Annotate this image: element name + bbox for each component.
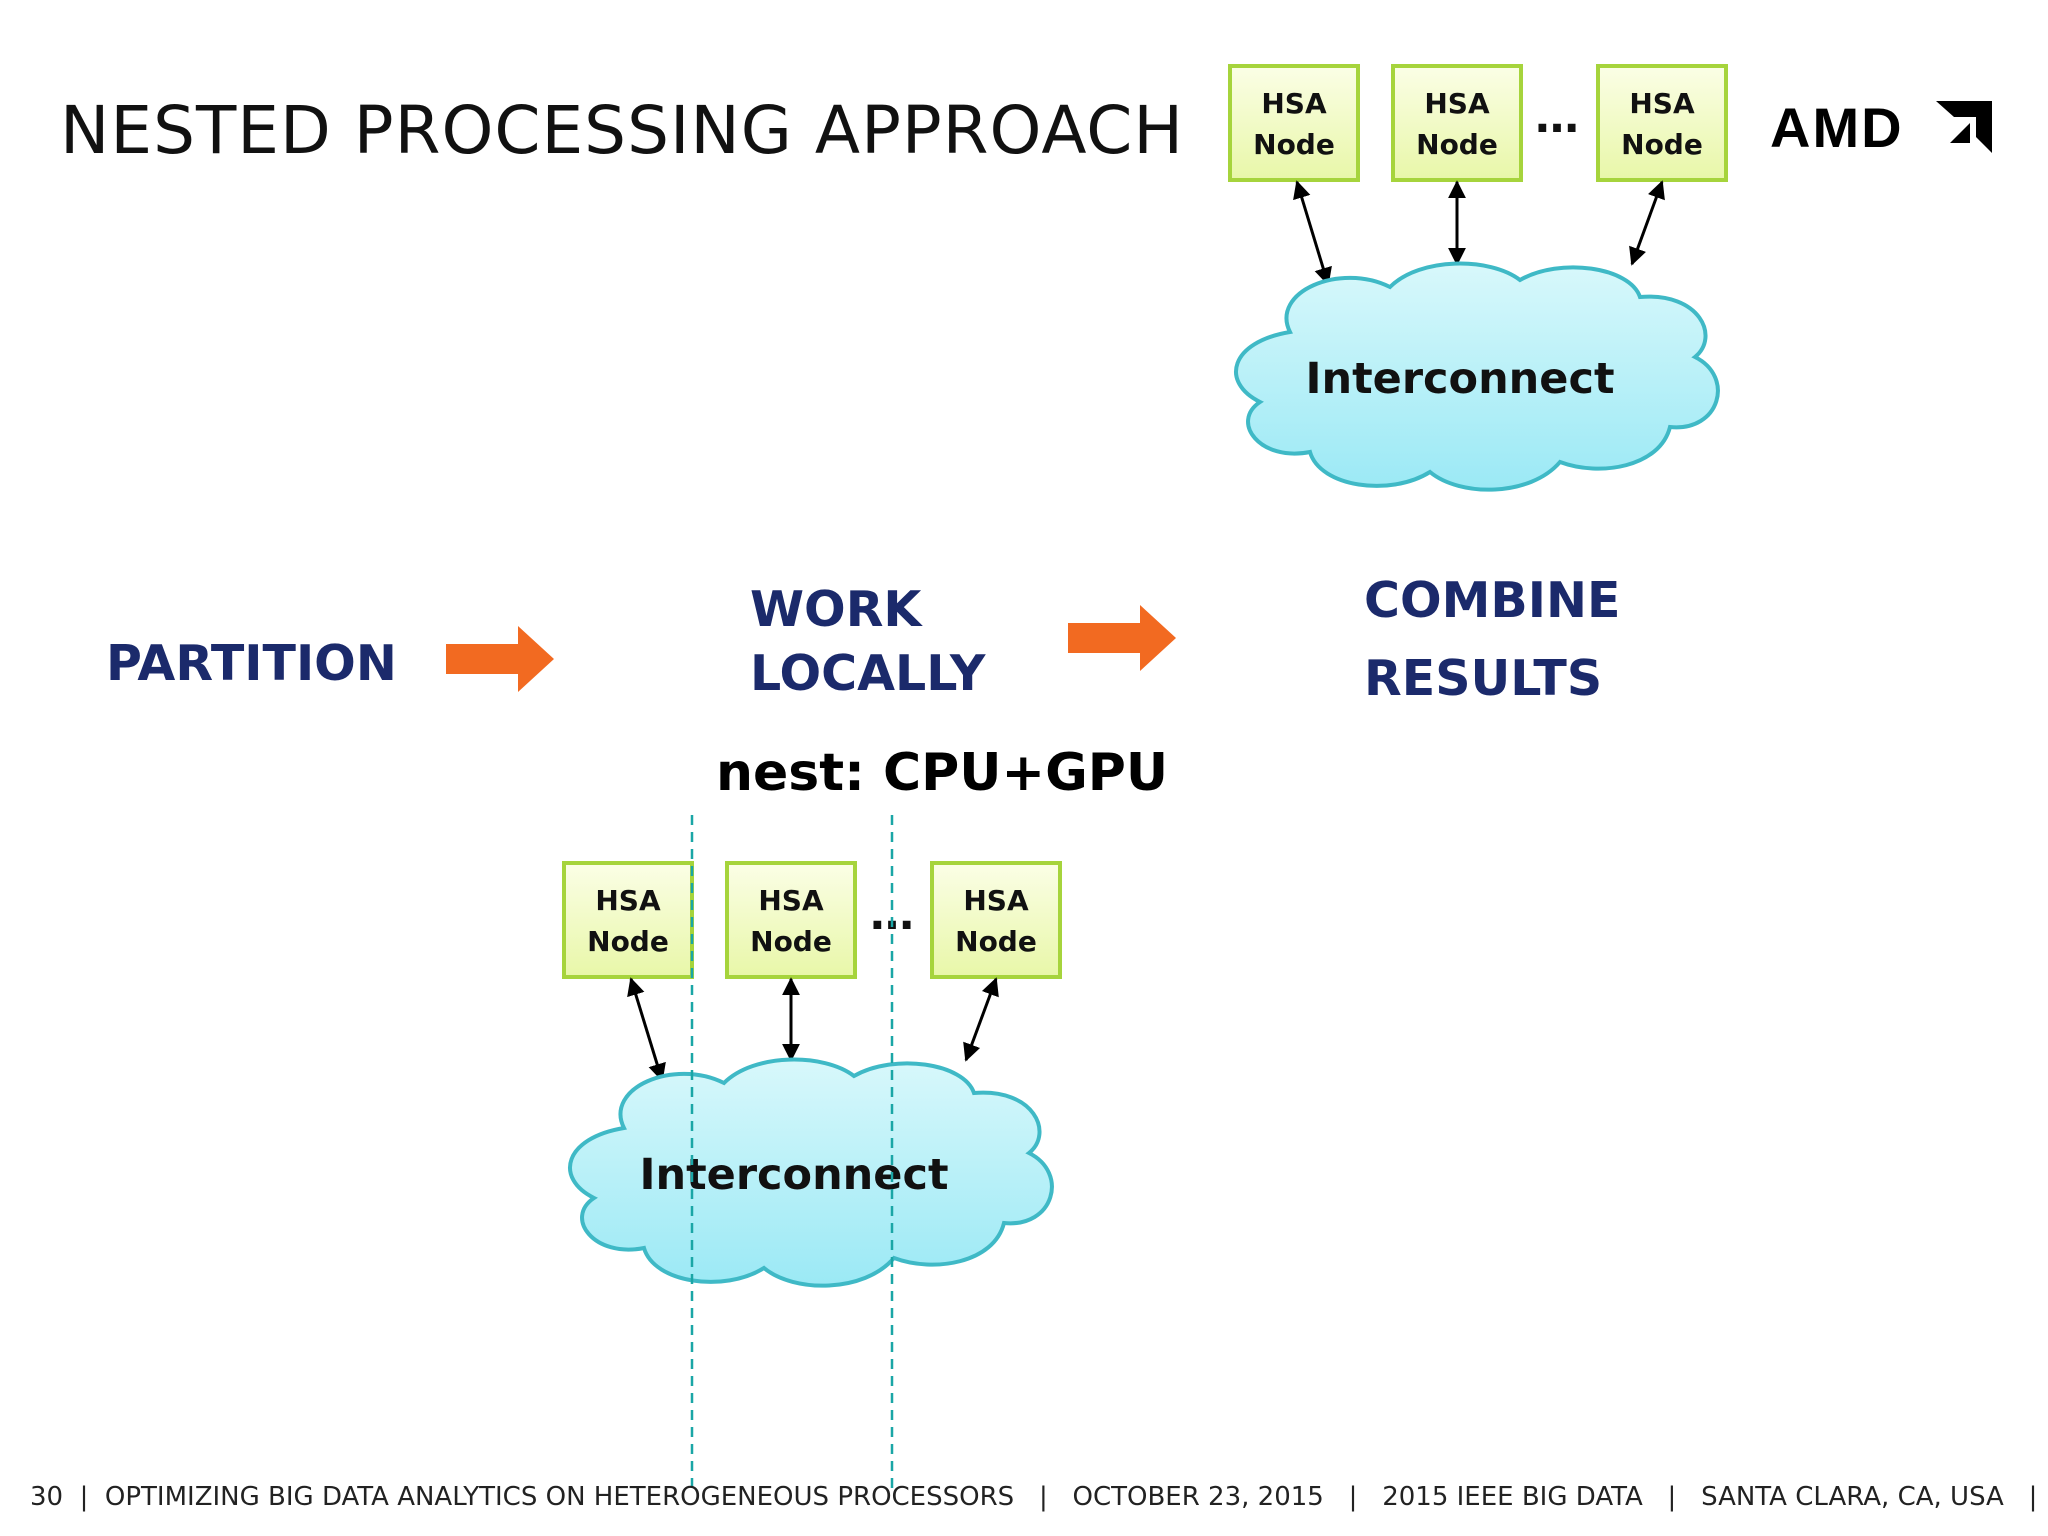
- svg-text:HSA: HSA: [1424, 87, 1490, 120]
- svg-text:Node: Node: [587, 925, 669, 958]
- amd-logo: AMD: [1770, 96, 1904, 159]
- bottom-hsa-node-1: HSA Node: [562, 861, 694, 979]
- bottom-hsa-node-3: HSA Node: [930, 861, 1062, 979]
- step-work-line2: LOCALLY: [750, 644, 986, 702]
- bottom-hsa-node-2: HSA Node: [725, 861, 857, 979]
- top-hsa-node-1: HSA Node: [1228, 64, 1360, 182]
- step-work-line1: WORK: [750, 581, 922, 638]
- step-combine-line2: RESULTS: [1364, 650, 1603, 708]
- top-ellipsis: …: [1535, 92, 1579, 143]
- top-interconnect-cloud: Interconnect: [1234, 261, 1720, 492]
- bottom-interconnect-cloud: Interconnect: [568, 1057, 1054, 1288]
- top-hsa-node-3: HSA Node: [1596, 64, 1728, 182]
- bottom-ellipsis: …: [870, 889, 914, 940]
- orange-arrow-2: [1068, 605, 1176, 671]
- svg-text:Node: Node: [1253, 128, 1335, 161]
- nest-label: nest: CPU+GPU: [716, 743, 1169, 803]
- svg-text:Node: Node: [1416, 128, 1498, 161]
- step-work-locally: WORK LOCALLY: [750, 578, 985, 705]
- step-combine-results: COMBINE RESULTS: [1364, 562, 1620, 719]
- top-hsa-node-2: HSA Node: [1391, 64, 1523, 182]
- svg-text:HSA: HSA: [1629, 87, 1695, 120]
- svg-text:Interconnect: Interconnect: [1306, 354, 1615, 404]
- step-combine-line1: COMBINE: [1364, 572, 1621, 629]
- svg-text:HSA: HSA: [595, 884, 661, 917]
- amd-arrow-logo-icon: [1936, 101, 1992, 153]
- top-link-arrow-3: [1629, 180, 1665, 266]
- bottom-hsa-diagram: HSA Node HSA Node … HSA Node Interconnec…: [562, 815, 1062, 1490]
- slide-title: NESTED PROCESSING APPROACH: [60, 92, 1185, 169]
- top-hsa-diagram: HSA Node HSA Node … HSA Node Interconnec…: [1228, 64, 1728, 492]
- svg-text:Node: Node: [955, 925, 1037, 958]
- top-link-arrow-1: [1293, 180, 1332, 286]
- svg-text:Node: Node: [1621, 128, 1703, 161]
- svg-text:HSA: HSA: [1261, 87, 1327, 120]
- bottom-link-arrow-1: [627, 977, 666, 1082]
- slide-footer: 30 | OPTIMIZING BIG DATA ANALYTICS ON HE…: [30, 1482, 2038, 1512]
- svg-text:Interconnect: Interconnect: [640, 1150, 949, 1200]
- svg-text:HSA: HSA: [963, 884, 1029, 917]
- svg-text:HSA: HSA: [758, 884, 824, 917]
- svg-text:Node: Node: [750, 925, 832, 958]
- bottom-link-arrow-3: [963, 977, 999, 1062]
- step-partition: PARTITION: [106, 635, 397, 692]
- orange-arrow-1: [446, 626, 554, 692]
